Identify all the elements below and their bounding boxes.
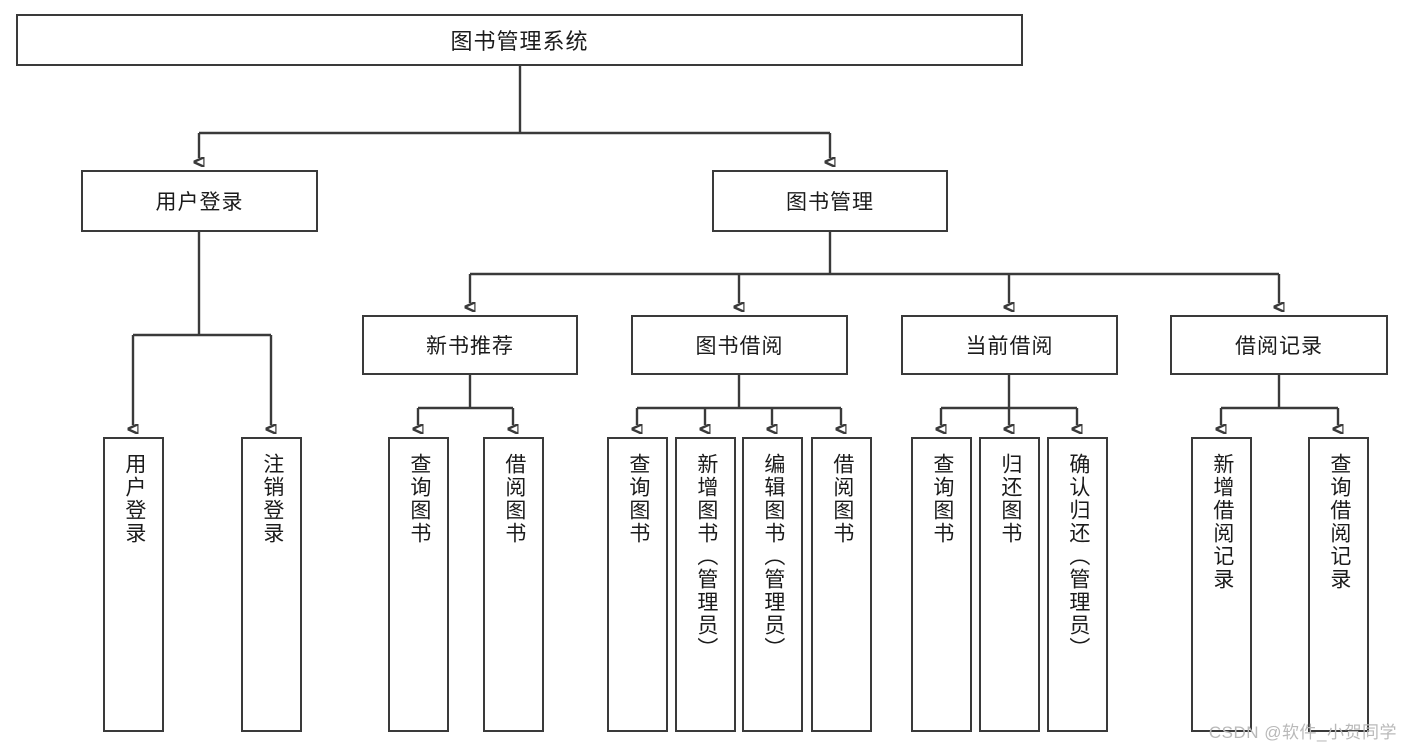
node-book-borrow[interactable]: 图书借阅 xyxy=(631,315,848,375)
node-label: 归还图书 xyxy=(998,453,1022,545)
leaf-borrow-book-recommend[interactable]: 借阅图书 xyxy=(483,437,544,732)
node-label: 借阅记录 xyxy=(1235,335,1323,358)
node-borrow-records[interactable]: 借阅记录 xyxy=(1170,315,1388,375)
node-label: 用户登录 xyxy=(122,453,146,545)
node-label: 查询图书 xyxy=(930,453,954,545)
leaf-user-login[interactable]: 用户登录 xyxy=(103,437,164,732)
node-label: 新书推荐 xyxy=(426,335,514,358)
node-label: 新增图书（管理员） xyxy=(694,453,718,660)
leaf-add-book-admin[interactable]: 新增图书（管理员） xyxy=(675,437,736,732)
node-label: 借阅图书 xyxy=(502,453,526,545)
node-book-management[interactable]: 图书管理 xyxy=(712,170,948,232)
node-label: 图书借阅 xyxy=(695,335,784,358)
node-label: 查询借阅记录 xyxy=(1327,453,1351,591)
node-label: 图书管理 xyxy=(786,191,874,214)
leaf-query-book-borrow[interactable]: 查询图书 xyxy=(607,437,668,732)
node-label: 编辑图书（管理员） xyxy=(761,453,785,660)
leaf-confirm-return-admin[interactable]: 确认归还（管理员） xyxy=(1047,437,1108,732)
node-label: 确认归还（管理员） xyxy=(1066,453,1090,660)
leaf-logout[interactable]: 注销登录 xyxy=(241,437,302,732)
node-label: 用户登录 xyxy=(155,191,244,214)
leaf-query-book-current[interactable]: 查询图书 xyxy=(911,437,972,732)
leaf-query-book-recommend[interactable]: 查询图书 xyxy=(388,437,449,732)
leaf-query-borrow-record[interactable]: 查询借阅记录 xyxy=(1308,437,1369,732)
node-current-borrow[interactable]: 当前借阅 xyxy=(901,315,1118,375)
leaf-edit-book-admin[interactable]: 编辑图书（管理员） xyxy=(742,437,803,732)
leaf-add-borrow-record[interactable]: 新增借阅记录 xyxy=(1191,437,1252,732)
node-label: 查询图书 xyxy=(407,453,431,545)
node-label: 注销登录 xyxy=(260,453,284,545)
leaf-return-book[interactable]: 归还图书 xyxy=(979,437,1040,732)
node-root-system[interactable]: 图书管理系统 xyxy=(16,14,1023,66)
node-label: 借阅图书 xyxy=(830,453,854,545)
leaf-borrow-book[interactable]: 借阅图书 xyxy=(811,437,872,732)
watermark: CSDN @软件_小贺同学 xyxy=(1208,723,1397,742)
node-label: 查询图书 xyxy=(626,453,650,545)
node-label: 当前借阅 xyxy=(965,335,1054,358)
node-user-login[interactable]: 用户登录 xyxy=(81,170,318,232)
node-new-book-recommend[interactable]: 新书推荐 xyxy=(362,315,578,375)
node-label: 图书管理系统 xyxy=(450,29,589,54)
node-label: 新增借阅记录 xyxy=(1210,453,1234,591)
